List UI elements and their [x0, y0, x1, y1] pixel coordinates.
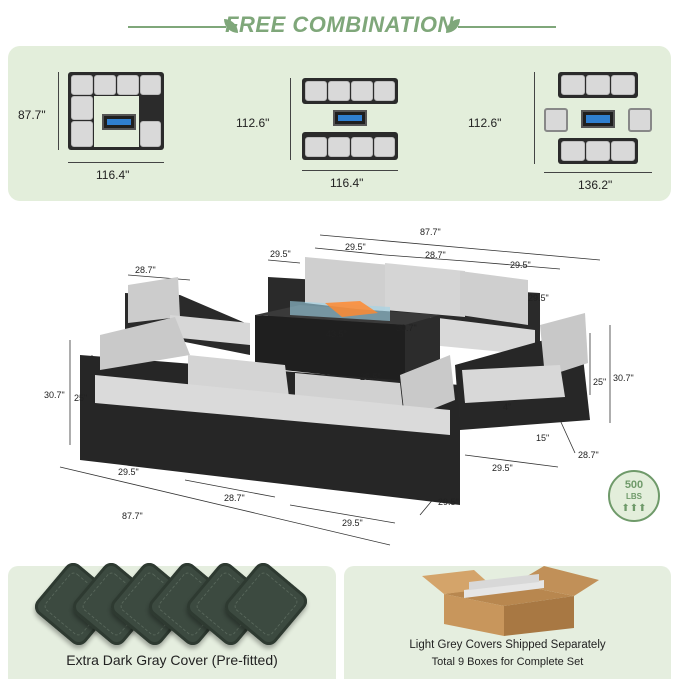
dim-bottom-depth: 29.5" [438, 497, 459, 507]
combination-layout-2: 112.6" 116.4" [236, 64, 436, 199]
dimension-line [302, 170, 398, 171]
box-count-label: Total 9 Boxes for Complete Set [431, 656, 584, 668]
cushion [140, 75, 161, 95]
dim-left-chair-width: 28.7" [135, 265, 156, 275]
cushion [351, 81, 373, 101]
dim-left-chair-depth: 29.5" [528, 293, 549, 303]
cushion [305, 81, 327, 101]
cushion [374, 81, 395, 101]
dim-right-depth: 28.7" [578, 450, 599, 460]
dimension-line [68, 162, 164, 163]
cushion [305, 137, 327, 157]
dimension-line [544, 172, 652, 173]
cushion [351, 137, 373, 157]
firepit-icon [333, 110, 367, 126]
cushion [117, 75, 139, 95]
dim-right-width: 29.5" [492, 463, 513, 473]
layout-1-height-label: 87.7" [18, 108, 46, 122]
dim-bottom-seg2: 28.7" [224, 493, 245, 503]
header-line-right [458, 26, 556, 28]
up-arrows-icon: ⬆⬆⬆ [621, 503, 647, 514]
cushion [94, 75, 116, 95]
combination-layout-3: 112.6" 136.2" [468, 64, 668, 199]
light-cover-label: Light Grey Covers Shipped Separately [409, 639, 606, 651]
dim-bottom-total: 87.7" [122, 511, 143, 521]
layout-3-height-label: 112.6" [468, 116, 502, 130]
fire-glass [338, 115, 362, 121]
dim-top-seg1: 29.5" [345, 242, 366, 252]
cushion [561, 75, 585, 95]
dimension-line [58, 72, 59, 150]
cushion [544, 108, 568, 132]
cushion [611, 141, 635, 161]
cushion [71, 121, 93, 147]
weight-unit: LBS [626, 492, 642, 501]
layout-2-height-label: 112.6" [236, 116, 270, 130]
dark-cover-label: Extra Dark Gray Cover (Pre-fitted) [66, 652, 278, 668]
dim-top-seg2: 28.7" [425, 250, 446, 260]
dim-bottom-seg3: 29.5" [342, 518, 363, 528]
dimension-line [290, 78, 291, 160]
dim-left-height-seat: 25" [74, 393, 88, 403]
cushion [140, 121, 161, 147]
layout-2-width-label: 116.4" [330, 176, 364, 190]
firepit-icon [581, 110, 615, 128]
dim-firepit-depth: 30.7" [396, 323, 417, 333]
dim-cushion-thickness: 4" [503, 402, 512, 412]
cushion [328, 137, 350, 157]
cushion [71, 75, 93, 95]
header: FREE COMBINATION [0, 0, 679, 50]
cushion [628, 108, 652, 132]
cushion [561, 141, 585, 161]
fire-glass [107, 119, 131, 125]
dim-bottom-seg1: 29.5" [118, 467, 139, 477]
dim-firepit-height: 25.5" [360, 372, 381, 382]
cushion [374, 137, 395, 157]
sofa-set-illustration: 87.7" 29.5" 28.7" 29.5" 29.5" 28.7" 29.5… [0, 205, 679, 560]
cushion [586, 75, 610, 95]
dim-firepit-width: 43.5" [326, 329, 347, 339]
dim-arm-width: 29.5" [270, 249, 291, 259]
dark-gray-cover-panel: Extra Dark Gray Cover (Pre-fitted) [8, 558, 336, 679]
dim-seat-height: 15" [536, 433, 550, 443]
cushion [71, 96, 93, 120]
dim-top-seg3: 29.5" [510, 260, 531, 270]
layout-3-width-label: 136.2" [578, 178, 613, 192]
layout-1-width-label: 116.4" [96, 168, 130, 182]
cushion [328, 81, 350, 101]
combination-panel: 87.7" 116.4" 112.6" [8, 46, 671, 201]
dim-left-height-total: 30.7" [44, 390, 65, 400]
page-title: FREE COMBINATION [225, 12, 454, 37]
cushion [611, 75, 635, 95]
weight-value: 500 [624, 479, 644, 491]
cushion [586, 141, 610, 161]
weight-capacity-badge: 500 LBS ⬆⬆⬆ [608, 470, 660, 522]
dim-right-height-total: 30.7" [613, 373, 634, 383]
header-line-left [128, 26, 226, 28]
sofa-set-drawing [59, 234, 611, 546]
fire-glass [586, 115, 610, 123]
shipping-box-panel: Light Grey Covers Shipped Separately Tot… [344, 566, 671, 679]
dim-right-height-seat: 25" [593, 377, 607, 387]
dim-top-total: 87.7" [420, 227, 441, 237]
combination-layout-1: 87.7" 116.4" [18, 64, 208, 194]
shipping-box-image [422, 566, 599, 636]
firepit-icon [102, 114, 136, 130]
dimension-line [534, 72, 535, 164]
